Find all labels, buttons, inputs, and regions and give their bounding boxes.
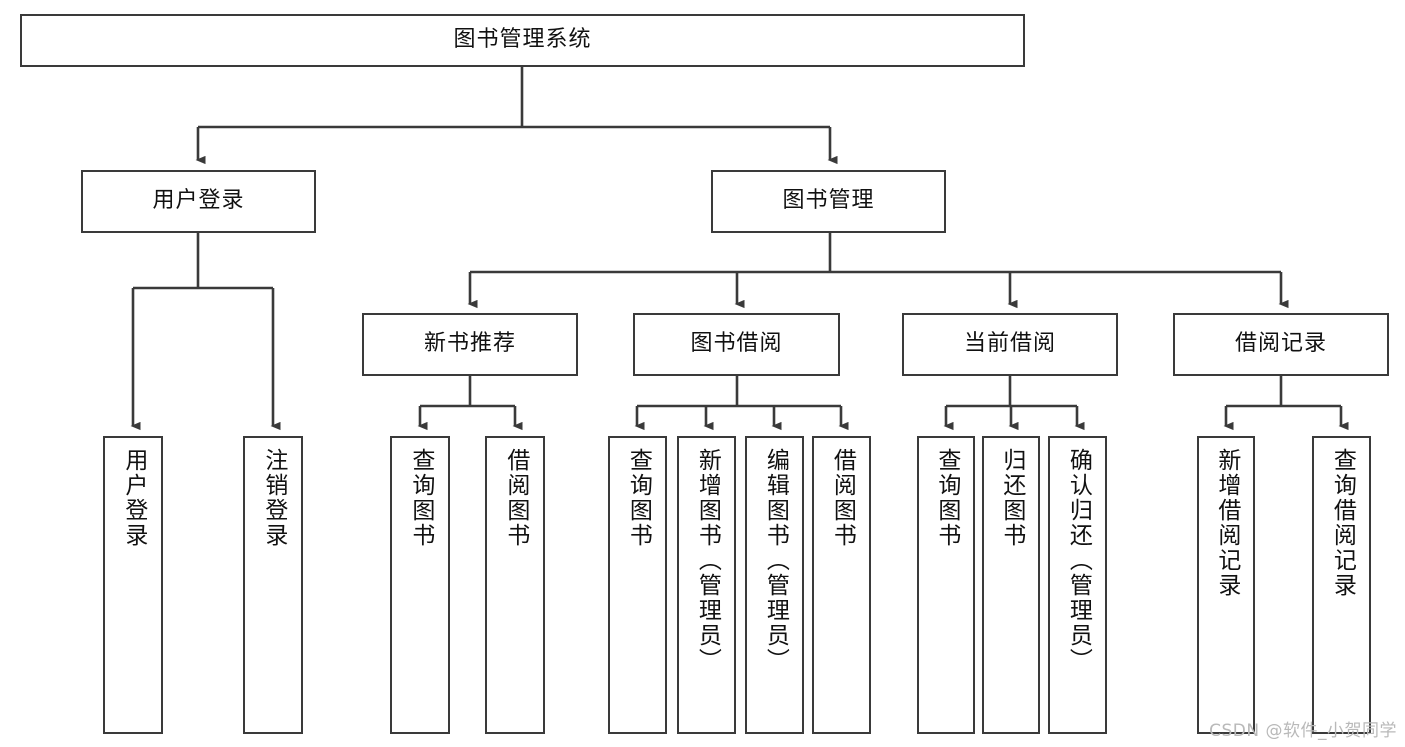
node-leaf-edit-book-label: 编辑图书（管理员）	[762, 448, 789, 673]
node-leaf-add-book-label: 新增图书（管理员）	[694, 448, 721, 673]
node-current-borrow[interactable]: 当前借阅	[902, 313, 1118, 376]
node-book-borrow-label: 图书借阅	[690, 331, 783, 357]
node-leaf-query-book-2-label: 查询图书	[625, 448, 652, 548]
node-leaf-confirm-return-label: 确认归还（管理员）	[1065, 448, 1092, 673]
node-new-book-recommend[interactable]: 新书推荐	[362, 313, 578, 376]
node-leaf-user-login-label: 用户登录	[120, 448, 147, 548]
node-leaf-query-book-3[interactable]: 查询图书	[917, 436, 975, 734]
node-leaf-logout-label: 注销登录	[260, 448, 287, 548]
node-leaf-query-book-1-label: 查询图书	[407, 448, 434, 548]
node-book-manage-label: 图书管理	[782, 188, 875, 214]
node-user-login-label: 用户登录	[152, 188, 245, 214]
node-new-book-recommend-label: 新书推荐	[423, 331, 516, 357]
node-leaf-logout[interactable]: 注销登录	[243, 436, 303, 734]
node-user-login[interactable]: 用户登录	[81, 170, 316, 233]
node-borrow-record[interactable]: 借阅记录	[1173, 313, 1389, 376]
node-leaf-return-book[interactable]: 归还图书	[982, 436, 1040, 734]
node-leaf-add-record-label: 新增借阅记录	[1213, 448, 1240, 598]
node-leaf-query-book-2[interactable]: 查询图书	[608, 436, 667, 734]
node-current-borrow-label: 当前借阅	[963, 331, 1056, 357]
watermark: CSDN @软件_小贺同学	[1209, 721, 1397, 741]
node-leaf-add-record[interactable]: 新增借阅记录	[1197, 436, 1255, 734]
node-book-manage[interactable]: 图书管理	[711, 170, 946, 233]
node-borrow-record-label: 借阅记录	[1234, 331, 1327, 357]
node-leaf-query-record-label: 查询借阅记录	[1329, 448, 1356, 598]
node-leaf-query-book-1[interactable]: 查询图书	[390, 436, 450, 734]
node-leaf-borrow-book-2-label: 借阅图书	[829, 448, 856, 548]
node-leaf-confirm-return[interactable]: 确认归还（管理员）	[1048, 436, 1107, 734]
node-leaf-user-login[interactable]: 用户登录	[103, 436, 163, 734]
node-leaf-edit-book[interactable]: 编辑图书（管理员）	[745, 436, 804, 734]
node-leaf-add-book[interactable]: 新增图书（管理员）	[677, 436, 736, 734]
node-leaf-query-record[interactable]: 查询借阅记录	[1312, 436, 1371, 734]
node-leaf-borrow-book-2[interactable]: 借阅图书	[812, 436, 871, 734]
node-leaf-query-book-3-label: 查询图书	[933, 448, 960, 548]
node-root-label: 图书管理系统	[453, 27, 592, 53]
node-leaf-borrow-book-1[interactable]: 借阅图书	[485, 436, 545, 734]
node-leaf-return-book-label: 归还图书	[998, 448, 1025, 548]
node-book-borrow[interactable]: 图书借阅	[633, 313, 840, 376]
node-root[interactable]: 图书管理系统	[20, 14, 1025, 67]
node-leaf-borrow-book-1-label: 借阅图书	[502, 448, 529, 548]
